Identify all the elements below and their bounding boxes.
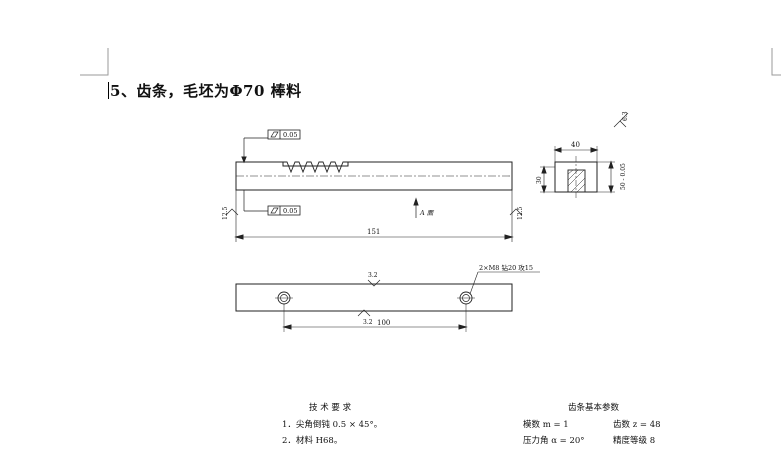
rack-params-title: 齿条基本参数 — [568, 403, 620, 413]
tech-requirement-2: 2．材料 H68。 — [282, 436, 343, 446]
flatness-tolerance-top: 0.05 — [283, 131, 297, 139]
roughness-top-view-upper: 3.2 — [368, 272, 378, 279]
tech-requirements-title: 技 术 要 求 — [309, 403, 352, 413]
height-dimension-small: 30 — [536, 176, 543, 184]
height-dimension-right: 50 - 0.05 — [620, 163, 627, 190]
section-heading: 5、齿条，毛坯为Φ70 棒料 — [108, 80, 302, 101]
top-view — [235, 271, 540, 332]
roughness-right: 12.5 — [517, 206, 524, 220]
page-corner-mark-right — [771, 48, 781, 76]
rack-param-teeth: 齿数 z = 48 — [613, 420, 661, 430]
rack-param-pressure-angle: 压力角 α = 20° — [523, 436, 585, 446]
roughness-top-view-lower: 3.2 — [363, 319, 373, 326]
roughness-left: 12.5 — [222, 206, 229, 220]
text-cursor — [108, 82, 109, 99]
width-dimension: 40 — [571, 141, 580, 149]
tech-requirement-1: 1．尖角倒钝 0.5 × 45°。 — [282, 420, 383, 430]
hole-callout: 2×M8 钻20 攻15 — [479, 263, 533, 272]
front-view — [225, 129, 523, 242]
page-corner-mark-left — [80, 48, 109, 76]
rack-param-module: 模数 m = 1 — [523, 420, 569, 430]
heading-text: 、齿条，毛坯为Φ70 棒料 — [120, 82, 302, 100]
side-view — [540, 112, 629, 198]
heading-number: 5 — [110, 82, 121, 100]
hole-spacing-dimension: 100 — [377, 319, 390, 327]
rack-param-accuracy: 精度等级 8 — [613, 436, 656, 446]
surface-a-label: A 面 — [419, 209, 435, 217]
length-dimension: 151 — [367, 228, 380, 236]
flatness-tolerance-bottom: 0.05 — [283, 207, 297, 215]
roughness-top-right: 6.3 — [622, 111, 629, 121]
